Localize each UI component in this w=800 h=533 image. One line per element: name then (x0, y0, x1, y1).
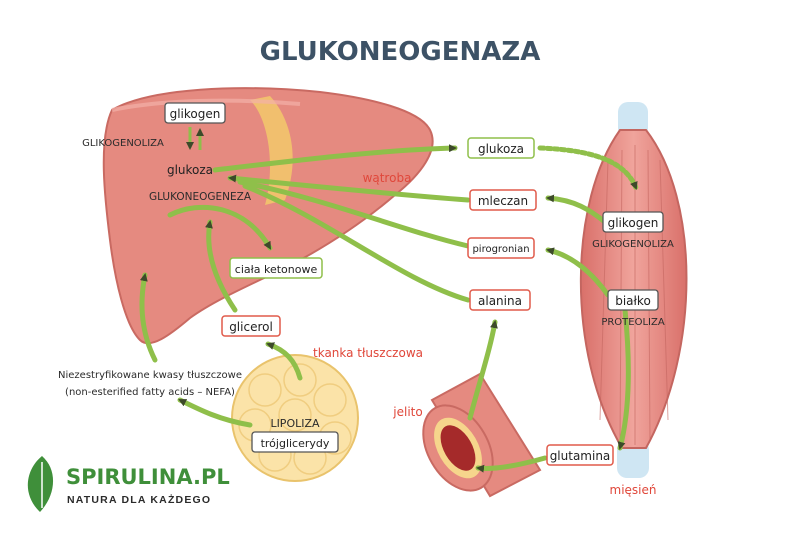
arrow-protein-to-pyruvate (545, 247, 611, 298)
triglycerides-box (251, 431, 339, 453)
alanine-box-label: alanina (478, 294, 522, 308)
arrow-lactate-to-liver (227, 174, 471, 203)
glucose-box (467, 137, 535, 159)
lactate-box (469, 189, 537, 211)
alanine-box (469, 289, 531, 311)
liver-gluconeogenesis-label: GLUKONEOGENEZA (149, 191, 252, 203)
arrow-glycerol-to-liver (205, 219, 238, 313)
pathway-arrows (139, 144, 639, 473)
muscle-proteolysis-label: PROTEOLIZA (601, 317, 665, 328)
glutamine-box (546, 444, 614, 466)
spirulina-logo (27, 456, 54, 512)
arrow-intestine-to-alanine (467, 319, 498, 421)
muscle-protein-label: białko (615, 294, 651, 308)
ketone-bodies-box (229, 257, 323, 279)
intestine-label: jelito (392, 405, 422, 419)
nefa-label-line2: (non-esterified fatty acids – NEFA) (65, 387, 235, 398)
muscle-glycogenolysis-label: GLIKOGENOLIZA (592, 239, 674, 250)
muscle-glycogen-box (602, 211, 664, 233)
logo-tagline: NATURA DLA KAŻDEGO (67, 493, 211, 506)
liver-glycogen-box (164, 102, 226, 124)
arrow-to-ketone-bodies (167, 204, 273, 251)
pyruvate-box-label: pirogronian (472, 244, 529, 255)
ketone-bodies-box-label: ciała ketonowe (235, 263, 318, 276)
glucose-box-label: glukoza (478, 142, 524, 156)
arrow-triglycerides-to-nefa (177, 397, 253, 428)
arrow-alanine-to-liver (242, 183, 471, 303)
liver-glycogen-label: glikogen (170, 107, 221, 121)
logo-name: SPIRULINA.PL (66, 465, 230, 489)
lipolysis-label: LIPOLIZA (270, 417, 320, 430)
triglycerides-box-label: trójglicerydy (261, 437, 330, 450)
arrow-pyruvate-to-liver (237, 179, 471, 249)
liver-label: wątroba (363, 171, 412, 185)
diagram-title: GLUKONEOGENAZA (260, 37, 541, 67)
arrow-glucose-to-muscle (537, 145, 639, 191)
liver-illustration (102, 87, 434, 345)
arrow-lipolysis-to-glycerol (265, 341, 303, 381)
muscle-glycogen-label: glikogen (608, 216, 659, 230)
arrow-nefa-to-liver (139, 272, 158, 363)
glutamine-box-label: glutamina (550, 449, 611, 463)
pyruvate-box (467, 237, 535, 259)
glycerol-box-label: glicerol (229, 320, 273, 334)
liver-glucose-label: glukoza (167, 163, 213, 177)
nefa-label-line1: Niezestryfikowane kwasy tłuszczowe (58, 370, 242, 381)
arrow-liver-glucose-to-blood (212, 144, 458, 173)
lactate-box-label: mleczan (478, 194, 528, 208)
muscle-protein-box (607, 289, 659, 311)
arrow-glutamine-to-intestine (475, 455, 548, 473)
leaf-icon (27, 456, 54, 512)
arrow-glycogen-to-lactate (545, 194, 608, 225)
glycogen-glucose-arrows (186, 127, 204, 150)
adipose-label: tkanka tłuszczowa (313, 346, 423, 360)
muscle-label: mięsień (610, 483, 657, 497)
liver-glycogenolysis-label: GLIKOGENOLIZA (82, 138, 164, 149)
arrow-protein-to-glutamine (617, 307, 631, 451)
glycerol-box (221, 315, 281, 337)
